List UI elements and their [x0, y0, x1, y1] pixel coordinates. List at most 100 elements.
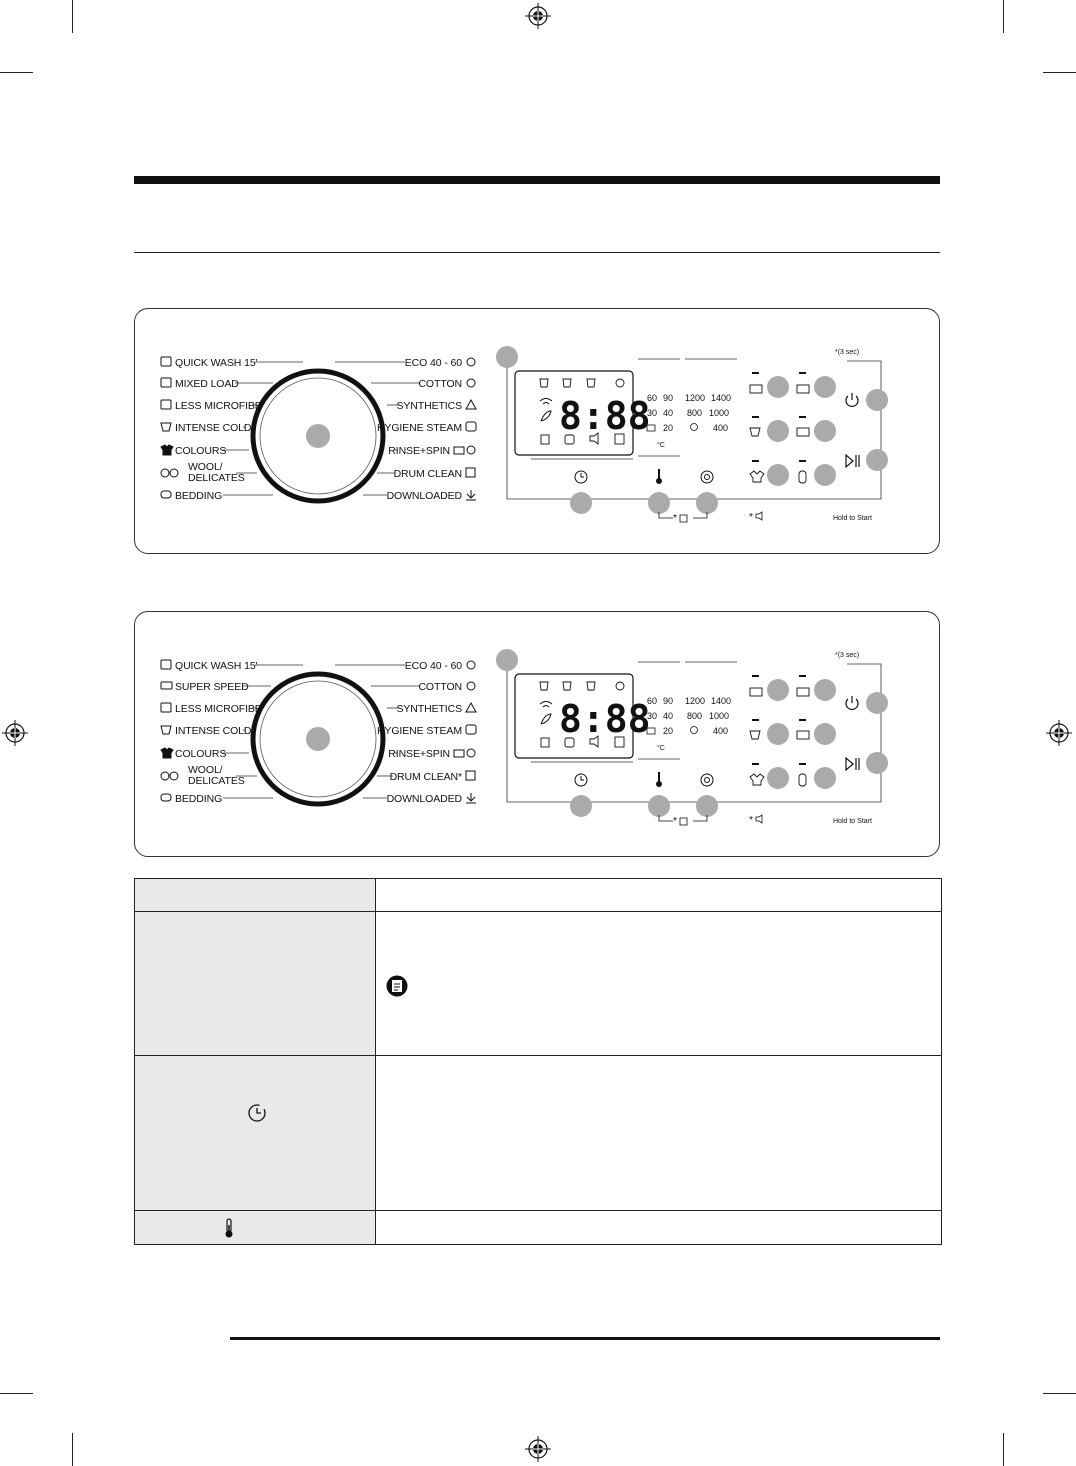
program-mixed-load: MIXED LOAD [175, 378, 239, 390]
spin-spiral-icon [615, 378, 625, 388]
spin-1400: 1400 [711, 696, 731, 706]
callout-marker [767, 420, 789, 442]
program-less-microfiber: LESS MICROFIBER [175, 703, 270, 715]
play-pause-icon [845, 756, 854, 772]
program-dial[interactable] [250, 368, 386, 504]
delay-end-button[interactable] [570, 470, 592, 514]
hygiene-steam-icon [465, 724, 477, 735]
program-downloaded: DOWNLOADED [387, 490, 463, 502]
callout-marker [767, 767, 789, 789]
timer-icon [248, 1104, 266, 1122]
start-pause-button[interactable] [845, 449, 888, 471]
less-microfiber-icon [160, 399, 172, 410]
temp-unit: °C [657, 744, 665, 752]
start-pause-button[interactable] [845, 752, 888, 774]
table-row [134, 1055, 942, 1211]
callout-marker [814, 723, 836, 745]
drum-clean-icon [465, 770, 476, 781]
hold-note: *(3 sec) [835, 349, 859, 356]
registration-mark-icon [2, 720, 28, 746]
option-buttons[interactable] [749, 372, 836, 486]
program-synthetics: SYNTHETICS [396, 400, 462, 412]
wash-stage-icon [539, 681, 549, 691]
callout-marker [648, 492, 670, 514]
temperature-button[interactable] [648, 772, 670, 817]
crop-mark [72, 0, 73, 33]
callout-marker [814, 767, 836, 789]
child-lock-star: * [673, 815, 677, 827]
thermometer-icon [656, 478, 662, 484]
program-hygiene-steam: HYGIENE STEAM [377, 422, 462, 434]
steam-icon [749, 773, 765, 786]
spiral-icon [700, 773, 714, 787]
power-button[interactable] [845, 692, 888, 714]
intense-cold-icon [160, 422, 172, 432]
program-intense-cold: INTENSE COLD [175, 422, 252, 434]
temperature-column: 60 90 30 40 20 °C [638, 358, 680, 457]
temp-90: 90 [663, 696, 673, 706]
bedding-icon [160, 793, 172, 802]
crop-mark [1043, 72, 1076, 73]
program-bedding: BEDDING [175, 490, 222, 502]
footer-rule [230, 1337, 940, 1340]
top-heading-bar [134, 176, 940, 184]
program-drum-clean: DRUM CLEAN [394, 468, 462, 480]
child-lock-icon [540, 434, 550, 445]
delicates-icon [169, 468, 179, 478]
temperature-button[interactable] [648, 469, 670, 514]
rinse-icon [453, 749, 465, 758]
callout-marker [696, 492, 718, 514]
control-panel-a: QUICK WASH 15' MIXED LOAD LESS MICROFIBE… [134, 308, 940, 554]
spin-1200: 1200 [685, 393, 705, 403]
mixed-load-icon [160, 377, 172, 388]
callout-marker [767, 679, 789, 701]
thermometer-icon [656, 781, 662, 787]
rinse-plus-icon [749, 730, 761, 740]
program-dial[interactable] [250, 671, 386, 807]
program-icons-right [453, 660, 477, 804]
registration-mark-icon [525, 1436, 551, 1462]
callout-marker [306, 727, 330, 751]
intensive-icon [796, 384, 810, 394]
temperature-column: 60 90 30 40 20 °C [638, 661, 680, 760]
download-icon [466, 793, 476, 804]
program-synthetics: SYNTHETICS [396, 703, 462, 715]
soak-icon [796, 730, 810, 740]
colours-icon [160, 444, 174, 456]
spin-spiral-icon [615, 681, 625, 691]
registration-mark-icon [525, 3, 551, 29]
temp-20: 20 [663, 726, 673, 736]
soak-icon [796, 427, 810, 437]
less-microfiber-icon [160, 702, 172, 713]
delay-end-button[interactable] [570, 773, 592, 817]
no-spin-icon [690, 423, 698, 431]
thermometer-icon [225, 1218, 233, 1238]
note-icon [386, 975, 408, 997]
child-lock-icon [679, 817, 688, 826]
power-button[interactable] [845, 389, 888, 411]
spin-button[interactable] [696, 773, 718, 817]
table-header-row [134, 878, 942, 912]
power-icon [845, 395, 859, 407]
rinse-stage-icon [562, 378, 572, 388]
drum-clean-icon [465, 467, 476, 478]
spin-column: 1200 1400 800 1000 400 [685, 358, 737, 433]
program-hygiene-steam: HYGIENE STEAM [377, 725, 462, 737]
child-lock-bracket [658, 512, 708, 519]
option-buttons[interactable] [749, 675, 836, 789]
lcd-display: 8:88 [514, 370, 651, 456]
program-less-microfiber: LESS MICROFIBER [175, 400, 270, 412]
spin-column: 1200 1400 800 1000 400 [685, 661, 737, 736]
cycle-stage-icons [539, 681, 625, 691]
spin-400: 400 [713, 423, 728, 433]
callout-marker [696, 795, 718, 817]
callout-marker [866, 449, 888, 471]
spin-button[interactable] [696, 470, 718, 514]
table-header-key [134, 878, 376, 912]
leader-lines-right [335, 361, 420, 496]
delicates-icon [169, 771, 179, 781]
spin-1000: 1000 [709, 408, 729, 418]
hold-to-start: Hold to Start [833, 818, 872, 825]
temp-20: 20 [663, 423, 673, 433]
program-delicates: DELICATES [188, 775, 245, 787]
